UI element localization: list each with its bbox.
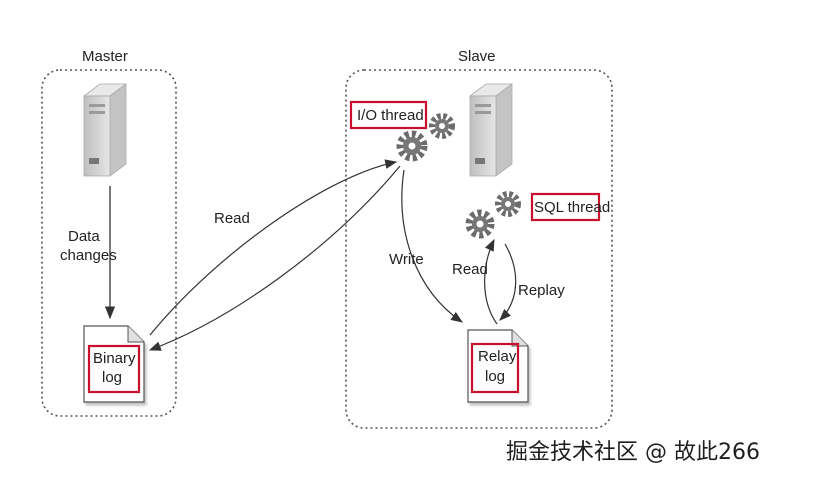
svg-text:SQL thread: SQL thread: [534, 199, 610, 216]
master-title: Master: [82, 48, 128, 65]
data-changes-label-line1: Data: [68, 228, 100, 245]
replay-arrow: [499, 243, 517, 321]
binary-log-highlight: [87, 344, 141, 394]
svg-text:I/O thread: I/O thread: [357, 107, 424, 124]
sql-thread-gears-icon: [465, 191, 521, 239]
sql-thread-label: SQL thread: [530, 192, 610, 222]
binary-log-document: Binary log: [83, 325, 145, 403]
slave-box: Slave: [345, 48, 613, 429]
request-arrow-to-binary-log: [148, 165, 401, 351]
write-label: Write: [389, 251, 424, 268]
relay-log-label-line2: log: [485, 368, 505, 385]
relay-log-highlight: [470, 342, 520, 394]
data-changes-label-line2: changes: [60, 247, 117, 264]
binary-log-label-line1: Binary: [93, 350, 136, 367]
relay-log-label-line1: Relay: [478, 348, 517, 365]
io-thread-gears-icon: [396, 113, 455, 162]
binary-log-label-line2: log: [102, 369, 122, 386]
slave-title: Slave: [458, 48, 496, 65]
read-arrow-to-sql-thread: [484, 238, 498, 325]
read-arrow-to-io-thread: [149, 159, 398, 336]
io-thread-label: I/O thread: [349, 100, 428, 130]
master-server-icon: [82, 83, 128, 177]
write-arrow: [401, 169, 463, 323]
master-box: Master: [41, 48, 177, 417]
replay-label: Replay: [518, 282, 565, 299]
relay-log-document: Relay log: [467, 329, 529, 403]
read-label-master: Read: [214, 210, 250, 227]
read-label-slave: Read: [452, 261, 488, 278]
slave-server-icon: [468, 83, 514, 177]
watermark-text: 掘金技术社区 @ 故此266: [506, 440, 760, 465]
